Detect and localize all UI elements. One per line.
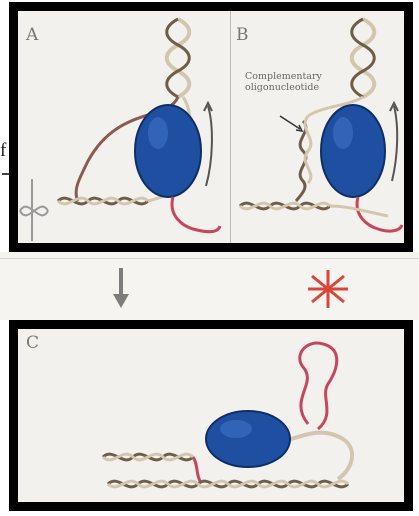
- rna-loop-c: [300, 343, 337, 429]
- curved-arrow-icon: [392, 106, 397, 181]
- dna-helix-a-top: [167, 19, 190, 97]
- transition-icons: [0, 252, 419, 320]
- dna-helix-c-lower: [108, 481, 348, 487]
- panel-c: C: [9, 320, 413, 511]
- panel-c-illustration: [18, 329, 404, 502]
- transition-band: [0, 252, 419, 320]
- protein-c: [206, 411, 290, 467]
- protein-b: [321, 105, 385, 197]
- dna-helix-b-bottom: [240, 203, 330, 209]
- dna-helix-a-bottom: [58, 198, 148, 204]
- panel-ab-illustration: [18, 11, 404, 243]
- protein-a: [135, 105, 201, 197]
- rna-tail-a: [172, 197, 220, 232]
- dna-helix-c-upper: [103, 454, 193, 460]
- dna-helix-b-top: [352, 19, 375, 97]
- stray-text-fragment: f: [0, 140, 6, 162]
- down-arrow-icon: [113, 268, 129, 308]
- curved-arrow-icon: [206, 106, 212, 186]
- blocked-star-icon: [308, 270, 348, 308]
- panel-ab: A B Complementary oligonucleotide: [9, 2, 413, 252]
